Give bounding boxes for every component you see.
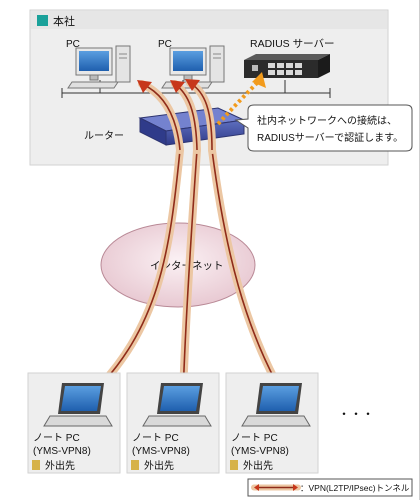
hq-title: 本社 <box>53 14 75 28</box>
remote-site-3: ノート PC (YMS-VPN8) 外出先 <box>225 372 319 474</box>
callout-line-2: RADIUSサーバーで認証します。 <box>257 131 403 144</box>
remote-site-2: ノート PC (YMS-VPN8) 外出先 <box>126 372 220 474</box>
remote-3-id: (YMS-VPN8) <box>231 446 289 457</box>
remote-2-name: ノート PC <box>132 433 179 444</box>
internet-cloud <box>100 222 256 308</box>
remote-1-marker <box>32 460 40 470</box>
legend: ：VPN(L2TP/IPsec)トンネル <box>247 478 413 497</box>
callout-line-1: 社内ネットワークへの接続は、 <box>257 114 397 127</box>
hq-marker <box>37 15 48 26</box>
remote-3-name: ノート PC <box>231 433 278 444</box>
router-label: ルーター <box>84 130 124 142</box>
remote-2-place: 外出先 <box>144 459 174 472</box>
remote-2-id: (YMS-VPN8) <box>132 446 190 457</box>
radius-label: RADIUS サーバー <box>250 38 335 50</box>
remote-site-1: ノート PC (YMS-VPN8) 外出先 <box>27 372 121 474</box>
desktop-pc-left <box>67 45 131 89</box>
more-sites-ellipsis: ・・・ <box>338 407 374 421</box>
remote-1-id: (YMS-VPN8) <box>33 446 91 457</box>
vpn-tunnels <box>82 79 292 406</box>
pc-left-label: PC <box>66 39 80 50</box>
callout: 社内ネットワークへの接続は、 RADIUSサーバーで認証します。 <box>234 104 413 152</box>
radius-server-icon <box>244 54 330 78</box>
legend-label: ：VPN(L2TP/IPsec)トンネル <box>300 483 410 493</box>
remote-1-place: 外出先 <box>45 459 75 472</box>
remote-3-marker <box>230 460 238 470</box>
desktop-pc-right <box>161 45 225 89</box>
auth-arrow <box>216 72 266 126</box>
remote-3-place: 外出先 <box>243 459 273 472</box>
pc-right-label: PC <box>158 39 172 50</box>
remote-2-marker <box>131 460 139 470</box>
remote-1-name: ノート PC <box>33 433 80 444</box>
